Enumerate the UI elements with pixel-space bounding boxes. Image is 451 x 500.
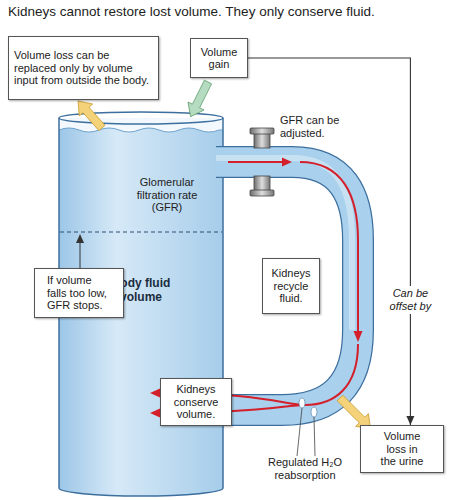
urine-loss-arrow — [337, 395, 370, 428]
kidney-tube — [216, 162, 358, 410]
process-box: Kidneys conserve volume. — [160, 378, 232, 426]
reabsorption-label: Regulated H₂O reabsorption — [255, 456, 355, 481]
kidney-tube-outline — [216, 162, 358, 410]
flow-arrow — [305, 344, 358, 405]
valve-knob — [254, 132, 270, 148]
connector-arrowhead — [406, 416, 414, 425]
process-box: Kidneys recycle fluid. — [262, 258, 320, 314]
node-text: Volume loss can be replaced only by volu… — [14, 49, 153, 87]
flow-arrow — [228, 161, 283, 163]
water-surface — [59, 128, 223, 132]
node-text: If volume falls too low, GFR stops. — [47, 274, 111, 312]
note-box: If volume falls too low, GFR stops. — [34, 268, 124, 318]
pitcher-rim — [59, 112, 223, 124]
tube-highlight — [216, 158, 352, 330]
node-text: Volume gain — [195, 46, 243, 71]
flow-arrowhead — [354, 331, 363, 342]
connector-line — [248, 58, 410, 425]
diagram-title: Kidneys cannot restore lost volume. They… — [8, 4, 448, 20]
water-drop — [299, 398, 305, 408]
valve-cap — [250, 190, 274, 196]
output-box: Volume loss in the urine — [360, 425, 444, 473]
water-drop — [311, 407, 317, 417]
valve-label: GFR can be adjusted. — [280, 114, 342, 139]
node-text: Kidneys conserve volume. — [171, 383, 221, 421]
valve-knob — [254, 176, 270, 192]
connector-label: Can be offset by — [385, 286, 435, 314]
node-text: Kidneys recycle fluid. — [269, 267, 313, 305]
gfr-label: Glomerular filtration rate (GFR) — [128, 176, 206, 214]
leader-line — [297, 408, 302, 456]
note-box: Volume loss can be replaced only by volu… — [8, 36, 159, 100]
input-box: Volume gain — [190, 38, 248, 78]
leader-line — [314, 417, 315, 456]
node-text: Volume loss in the urine — [379, 430, 425, 468]
volume-gain-arrow — [188, 80, 212, 117]
flow-arrowhead — [282, 158, 292, 167]
connector-arrow — [248, 58, 414, 425]
valve-cap — [250, 128, 274, 134]
